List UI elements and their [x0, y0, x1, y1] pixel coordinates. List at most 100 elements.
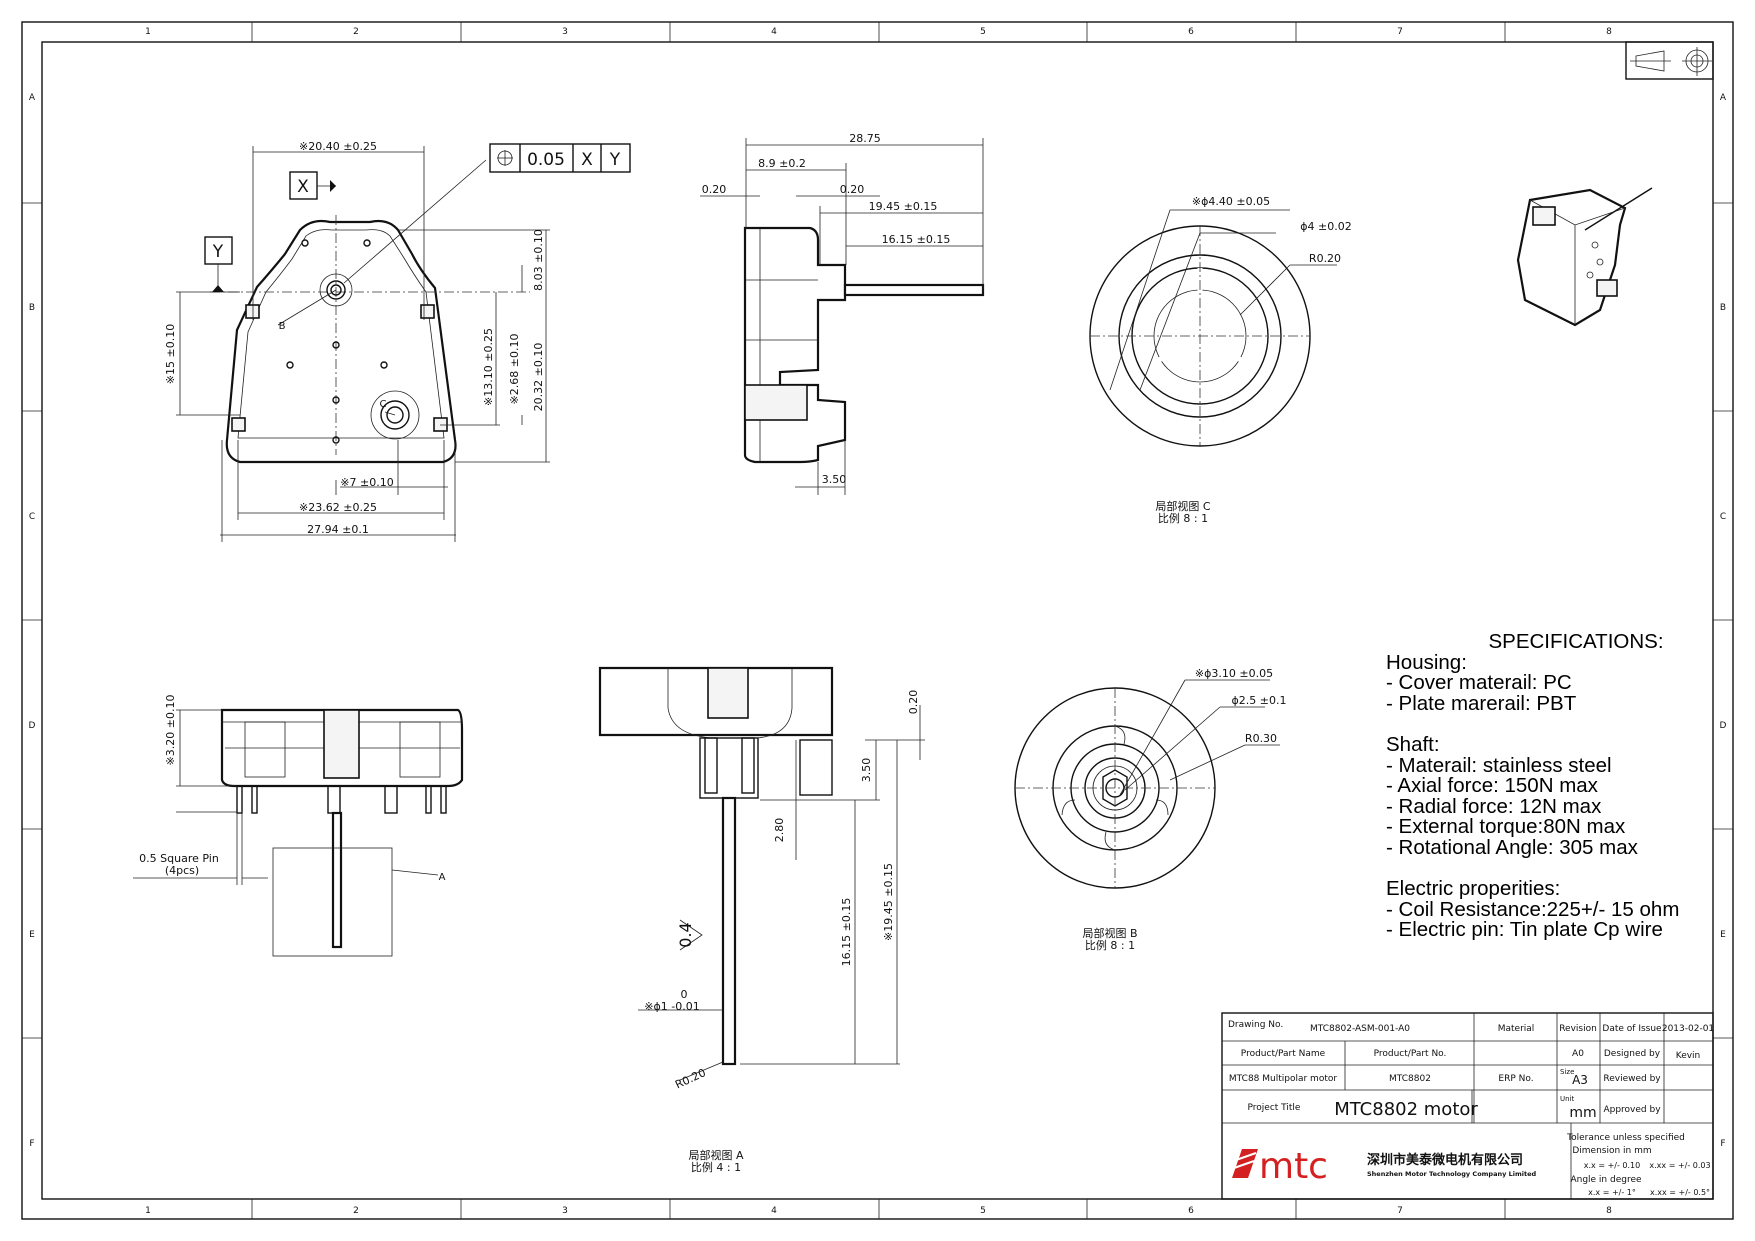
- date-label: Date of Issue: [1602, 1024, 1662, 1034]
- unit-label: Unit: [1560, 1095, 1575, 1103]
- col-label-bottom: 4: [771, 1206, 777, 1216]
- logo-text: mtc: [1259, 1146, 1328, 1187]
- zone-ticks: [22, 22, 1733, 1219]
- row-label-left: D: [29, 721, 36, 731]
- row-label-left: C: [29, 512, 35, 522]
- roughness-icon: [679, 919, 703, 951]
- col-label-top: 4: [771, 27, 777, 37]
- detail-a-phi: ※ϕ1 -0.01: [644, 1000, 699, 1013]
- datum-y: Y: [212, 242, 224, 262]
- reviewed-label: Reviewed by: [1603, 1074, 1661, 1084]
- col-label-bottom: 7: [1397, 1206, 1403, 1216]
- tolerance-title: Tolerance unless specified: [1566, 1133, 1685, 1143]
- front-view: ※20.40 ±0.25 ※15 ±0.10 ※13.10 ±0.25 ※2.6…: [164, 140, 631, 542]
- tolerance-a2: x.xx = +/- 0.5°: [1650, 1188, 1710, 1197]
- col-label-top: 1: [145, 27, 151, 37]
- detail-a-dim-2-80: 2.80: [773, 818, 786, 843]
- col-label-top: 2: [353, 27, 359, 37]
- bottom-view: [133, 708, 464, 957]
- spec-line: - Electric pin: Tin plate Cp wire: [1386, 918, 1663, 942]
- datum-triangle-icon: [212, 285, 224, 292]
- row-label-left: E: [29, 930, 35, 940]
- svg-text:X: X: [581, 150, 593, 170]
- dim-16-15: 16.15 ±0.15: [882, 233, 951, 246]
- dim-0-20-left: 0.20: [702, 183, 727, 196]
- inner-frame: [41, 41, 1714, 1200]
- specifications-panel: SPECIFICATIONS: Housing: - Cover materai…: [1386, 631, 1706, 942]
- designer-name: Kevin: [1676, 1051, 1701, 1061]
- outer-frame: [21, 21, 1734, 1220]
- company-name-en: Shenzhen Motor Technology Company Limite…: [1367, 1170, 1536, 1178]
- housing-outline: [225, 219, 457, 464]
- row-label-left: A: [29, 93, 36, 103]
- dim-27-94: 27.94 ±0.1: [307, 523, 369, 536]
- tolerance-angle: Angle in degree: [1570, 1175, 1642, 1185]
- drawing-no: MTC8802-ASM-001-A0: [1310, 1024, 1410, 1034]
- gear-boss: [370, 390, 420, 440]
- dim-19-45: 19.45 ±0.15: [869, 200, 938, 213]
- dim-height-15: ※15 ±0.10: [164, 324, 177, 384]
- side-view: 28.75 8.9 ±0.2 0.20 0.20 19.45 ±0.15 16.…: [700, 132, 985, 495]
- product-name: MTC88 Multipolar motor: [1229, 1074, 1337, 1084]
- detail-a-shaft: [721, 796, 737, 1066]
- detail-a-scale: 比例 4 : 1: [691, 1160, 741, 1174]
- detail-a-dim-19-45: ※19.45 ±0.15: [882, 863, 895, 941]
- pin-note-count: (4pcs): [165, 864, 199, 877]
- svg-text:Y: Y: [609, 150, 621, 170]
- approved-label: Approved by: [1603, 1105, 1661, 1115]
- detail-a-dim-3-50: 3.50: [860, 758, 873, 783]
- col-label-top: 8: [1606, 27, 1612, 37]
- row-label-right: D: [1720, 721, 1727, 731]
- project-title: MTC8802 motor: [1334, 1099, 1478, 1120]
- title-block-text: Drawing No. MTC8802-ASM-001-A0 Material …: [1228, 1020, 1714, 1197]
- spec-housing-title: Housing:: [1386, 650, 1467, 674]
- product-no-label: Product/Part No.: [1374, 1049, 1447, 1059]
- side-shaft: [843, 283, 985, 297]
- project-label: Project Title: [1248, 1103, 1301, 1113]
- datum-x-box: [289, 171, 318, 200]
- product-name-label: Product/Part Name: [1241, 1049, 1326, 1059]
- drawing-no-label: Drawing No.: [1228, 1020, 1283, 1030]
- detail-c-caption: 局部视图 C: [1155, 499, 1210, 513]
- company-name-cn: 深圳市美泰微电机有限公司: [1367, 1152, 1523, 1168]
- shaft-boss: [319, 273, 353, 307]
- tolerance-dimension: Dimension in mm: [1572, 1146, 1651, 1156]
- spec-line: - Plate marerail: PBT: [1386, 691, 1577, 715]
- spec-line: - Coil Resistance:225+/- 15 ohm: [1386, 897, 1680, 921]
- dim-top-width: ※20.40 ±0.25: [299, 140, 377, 153]
- spec-line: - External torque:80N max: [1386, 815, 1626, 839]
- bottom-dim-3-20: ※3.20 ±0.10: [164, 695, 177, 766]
- detail-b-caption: 局部视图 B: [1082, 926, 1137, 940]
- detail-b-dim-1: ※ϕ3.10 ±0.05: [1195, 667, 1273, 680]
- detail-b-dim-2: ϕ2.5 ±0.1: [1232, 694, 1287, 707]
- dim-23-62: ※23.62 ±0.25: [299, 501, 377, 514]
- detail-a-phi-upper: 0: [681, 988, 688, 1001]
- col-label-bottom: 6: [1188, 1206, 1194, 1216]
- dim-8-9: 8.9 ±0.2: [758, 157, 806, 170]
- col-label-bottom: 5: [980, 1206, 986, 1216]
- company-logo-icon: mtc: [1232, 1146, 1328, 1187]
- pin-note: 0.5 Square Pin: [139, 852, 219, 865]
- unit-value: mm: [1569, 1105, 1596, 1121]
- projection-symbol-icon: [1625, 41, 1714, 80]
- erp-label: ERP No.: [1498, 1074, 1533, 1084]
- zone-labels: 1 2 3 4 5 6 7 8 1 2 3 4 5 6 7 8 A B C D …: [29, 27, 1727, 1216]
- tolerance-x2: x.xx = +/- 0.03: [1649, 1161, 1710, 1170]
- detail-view-c: [1089, 209, 1337, 447]
- view-label-b: B: [279, 321, 286, 332]
- col-label-bottom: 1: [145, 1206, 151, 1216]
- detail-view-a: [598, 666, 925, 1081]
- date-value: 2013-02-01: [1662, 1024, 1714, 1034]
- detail-b-radius: R0.30: [1245, 732, 1277, 745]
- col-label-bottom: 2: [353, 1206, 359, 1216]
- detail-view-b: [1014, 679, 1280, 889]
- roughness-value: 0.4: [676, 922, 695, 947]
- detail-a-dim-0-20: 0.20: [907, 690, 920, 715]
- bottom-shaft: [331, 811, 343, 949]
- detail-c-dim-2: ϕ4 ±0.02: [1300, 220, 1351, 233]
- revision-value: A0: [1572, 1049, 1584, 1059]
- dim-2-68: ※2.68 ±0.10: [508, 334, 521, 405]
- datum-y-box: [204, 236, 233, 265]
- spec-line: - Materail: stainless steel: [1386, 753, 1612, 777]
- spec-line: - Radial force: 12N max: [1386, 794, 1602, 818]
